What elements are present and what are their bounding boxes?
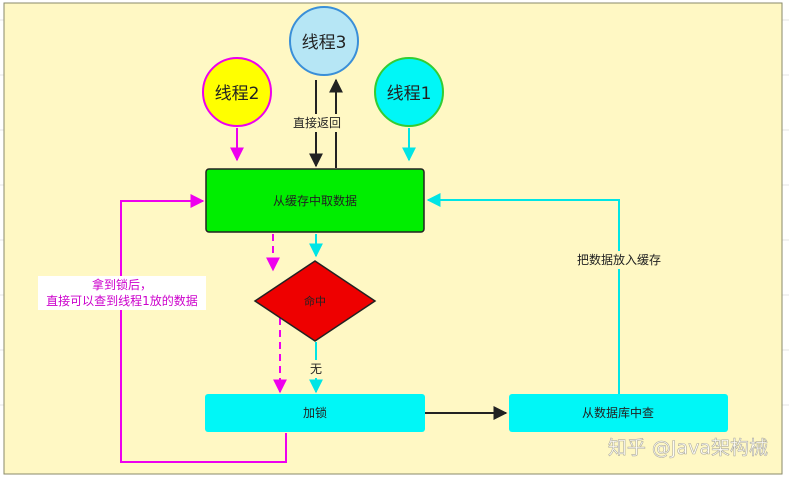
node-thread1 bbox=[374, 57, 444, 127]
node-lock bbox=[205, 394, 425, 432]
edge-label-bg-put-cache bbox=[570, 251, 668, 269]
edge-label-bg-after-lock bbox=[38, 276, 206, 310]
edge-label-after-lock-line2: 直接可以查到线程1放的数据 bbox=[46, 293, 198, 308]
node-query-db-label: 从数据库中查 bbox=[582, 405, 654, 420]
node-thread1-label: 线程1 bbox=[387, 84, 432, 104]
node-query-db bbox=[509, 394, 728, 432]
edge-label-bg-return bbox=[289, 114, 345, 132]
node-hit-label: 命中 bbox=[304, 294, 326, 308]
edge-label-put-cache: 把数据放入缓存 bbox=[577, 252, 661, 267]
node-hit-diamond bbox=[253, 260, 377, 342]
edge-label-bg-none bbox=[307, 360, 325, 378]
edge-label-return-direct: 直接返回 bbox=[293, 115, 341, 130]
node-thread3-label: 线程3 bbox=[302, 33, 347, 53]
node-thread2 bbox=[202, 57, 272, 127]
edge-label-after-lock-line1: 拿到锁后， bbox=[92, 277, 152, 292]
edge-db-to-cache bbox=[426, 193, 620, 394]
sheet-grid-lines bbox=[0, 19, 789, 406]
node-get-from-cache bbox=[205, 168, 425, 233]
node-lock-label: 加锁 bbox=[303, 405, 327, 420]
edge-lock-to-cache bbox=[120, 194, 287, 463]
edge-label-none: 无 bbox=[310, 362, 322, 376]
node-thread2-label: 线程2 bbox=[215, 84, 260, 104]
node-get-from-cache-label: 从缓存中取数据 bbox=[273, 193, 357, 208]
watermark: 知乎 @Java架构械 bbox=[608, 437, 768, 459]
node-thread3 bbox=[289, 6, 359, 76]
